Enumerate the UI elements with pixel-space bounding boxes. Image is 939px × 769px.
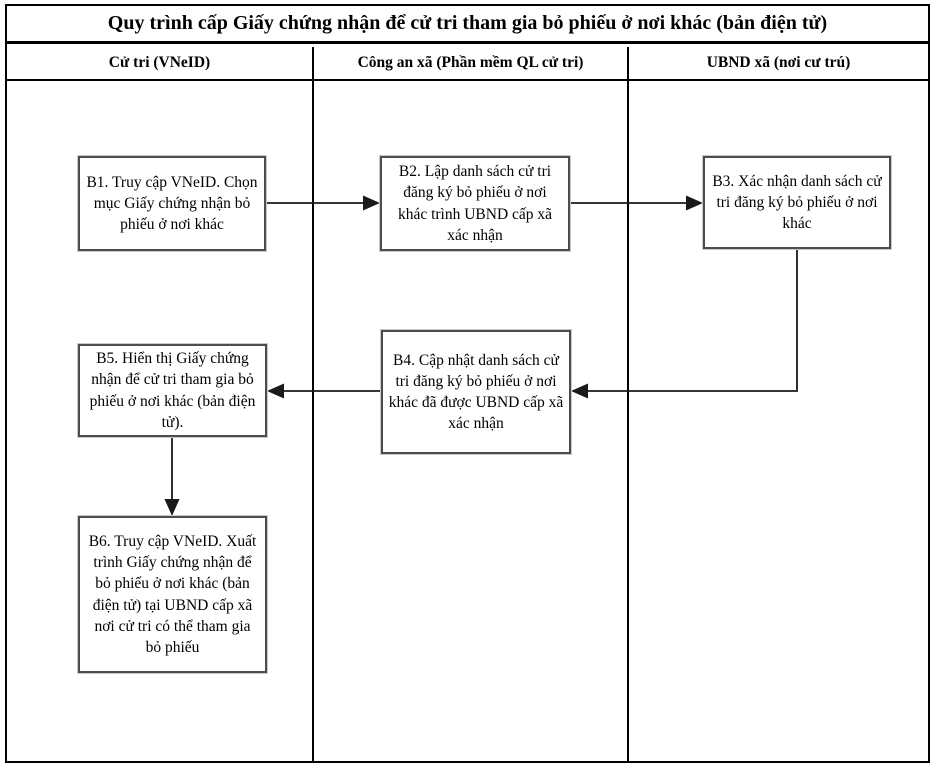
arrow-b5-b6 xyxy=(164,437,180,516)
step-box-b5: B5. Hiển thị Giấy chứng nhận để cử tri t… xyxy=(78,344,267,437)
arrow-b2-b3 xyxy=(570,195,703,211)
lane-header-cong-an-xa: Công an xã (Phần mềm QL cử tri) xyxy=(357,54,584,71)
step-box-b1: B1. Truy cập VNeID. Chọn mục Giấy chứng … xyxy=(78,156,266,251)
diagram-title: Quy trình cấp Giấy chứng nhận để cử tri … xyxy=(7,6,928,44)
lane-header-row: Cử tri (VNeID) Công an xã (Phần mềm QL c… xyxy=(7,47,928,81)
step-box-b4: B4. Cập nhật danh sách cử tri đăng ký bỏ… xyxy=(381,330,571,454)
step-box-b2: B2. Lập danh sách cử tri đăng ký bỏ phiế… xyxy=(380,156,570,251)
step-box-b3: B3. Xác nhận danh sách cử tri đăng ký bỏ… xyxy=(703,156,891,249)
lane-divider-1 xyxy=(312,47,314,761)
lane-divider-2 xyxy=(627,47,629,761)
flowchart-frame: Quy trình cấp Giấy chứng nhận để cử tri … xyxy=(5,4,930,763)
lane-header-ubnd-xa: UBND xã (nơi cư trú) xyxy=(706,54,851,71)
step-box-b6: B6. Truy cập VNeID. Xuất trình Giấy chứn… xyxy=(78,516,267,673)
lane-header-cu-tri: Cử tri (VNeID) xyxy=(108,54,211,71)
arrow-b4-b5 xyxy=(267,383,381,399)
arrow-b1-b2 xyxy=(266,195,380,211)
arrow-b3-b4 xyxy=(571,249,798,399)
